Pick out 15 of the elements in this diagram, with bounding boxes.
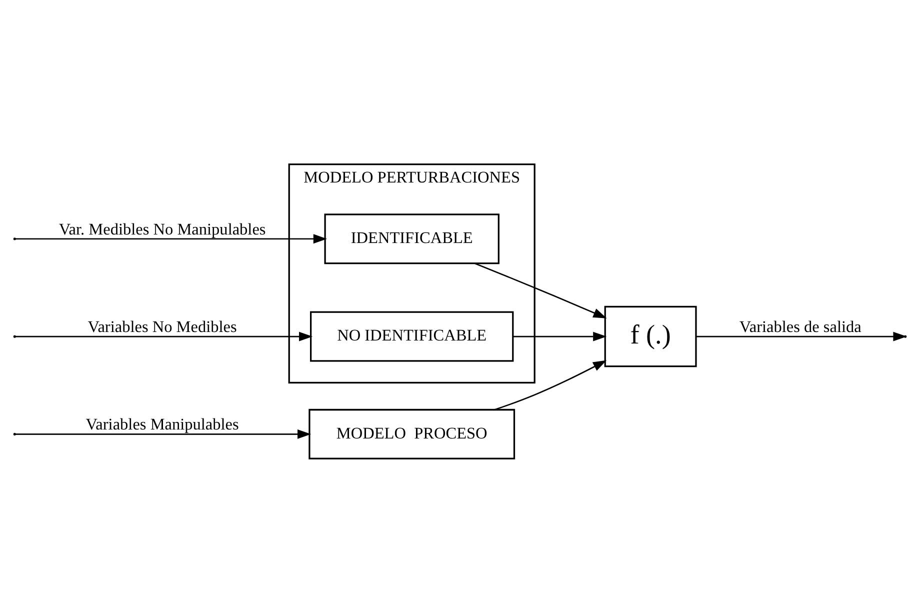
node-box: f (.): [604, 305, 697, 367]
arrow: [512, 331, 607, 341]
arrow: [15, 331, 313, 341]
node-box: NO IDENTIFICABLE: [310, 310, 514, 362]
edge-label: Variables No Medibles: [88, 317, 237, 336]
edge-label: Variables Manipulables: [86, 415, 239, 434]
edge-label: Variables de salida: [739, 317, 862, 336]
arrow: [474, 262, 607, 318]
node-box: MODELO PROCESO: [308, 408, 516, 459]
arrow: [15, 234, 327, 244]
arrow: [494, 360, 607, 410]
arrow: [696, 331, 907, 341]
arrow: [15, 428, 312, 438]
edge-label: Var. Medibles No Manipulables: [58, 220, 266, 238]
node-box: IDENTIFICABLE: [324, 213, 500, 264]
